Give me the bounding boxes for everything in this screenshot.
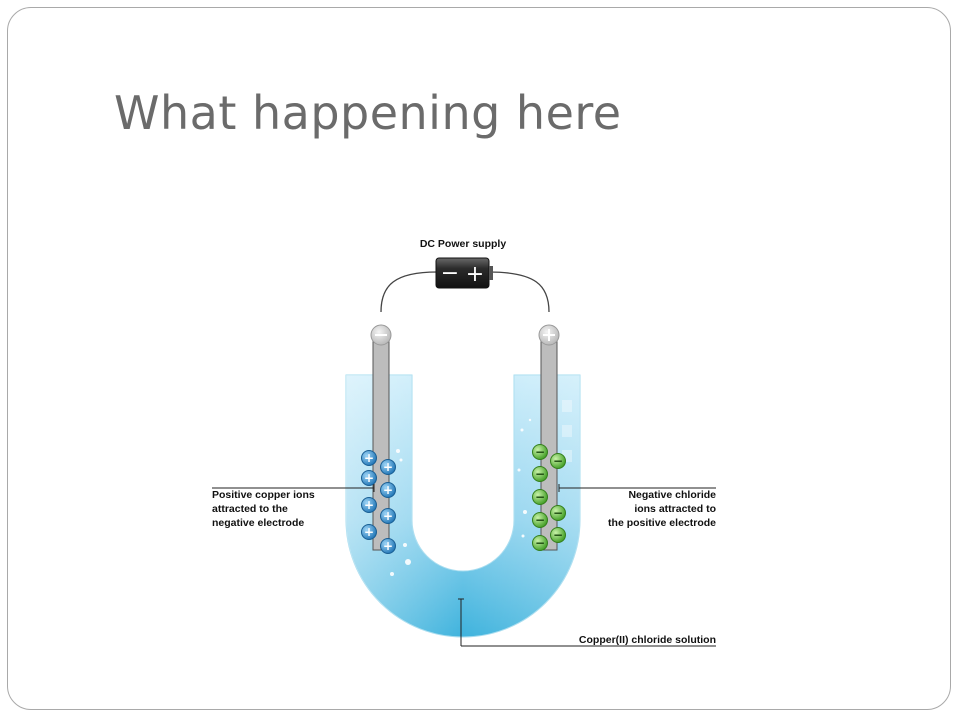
svg-text:−: − <box>535 467 545 481</box>
right-caption-line-3: the positive electrode <box>608 517 716 529</box>
negative-terminal-cap <box>370 324 392 346</box>
u-tube-glass <box>346 375 580 637</box>
slide-title: What happening here <box>114 86 622 140</box>
copper-ion: + <box>361 497 377 513</box>
battery-minus-sign: − <box>441 261 459 286</box>
svg-text:−: − <box>535 513 545 527</box>
svg-text:−: − <box>535 490 545 504</box>
power-supply-label: DC Power supply <box>420 238 507 250</box>
svg-text:+: + <box>364 451 374 465</box>
chloride-ion: − <box>532 466 548 482</box>
battery: − + <box>435 257 493 289</box>
right-caption-line-1: Negative chloride <box>628 489 716 501</box>
positive-terminal-cap <box>538 324 560 346</box>
svg-text:−: − <box>535 445 545 459</box>
chloride-ion: − <box>532 444 548 460</box>
glass-highlight <box>562 400 572 412</box>
copper-ion: + <box>380 459 396 475</box>
copper-ions: + + + + + + + + <box>361 450 396 554</box>
svg-text:+: + <box>364 525 374 539</box>
chloride-ion: − <box>532 535 548 551</box>
svg-text:+: + <box>364 471 374 485</box>
solution-caption: Copper(II) chloride solution <box>579 634 716 646</box>
svg-text:+: + <box>364 498 374 512</box>
right-caption-line-2: ions attracted to <box>634 503 716 515</box>
svg-text:−: − <box>553 506 563 520</box>
chloride-ion: − <box>550 527 566 543</box>
battery-plus-sign: + <box>466 262 484 287</box>
svg-text:+: + <box>383 509 393 523</box>
svg-text:−: − <box>535 536 545 550</box>
chloride-ion: − <box>532 489 548 505</box>
glass-highlight <box>562 425 572 437</box>
left-wire <box>380 271 438 313</box>
svg-text:−: − <box>553 528 563 542</box>
svg-text:+: + <box>383 460 393 474</box>
chloride-ion: − <box>550 453 566 469</box>
copper-ion: + <box>380 508 396 524</box>
copper-ion: + <box>361 450 377 466</box>
left-caption-line-2: attracted to the <box>212 503 288 515</box>
right-wire <box>488 271 550 313</box>
copper-ion: + <box>380 482 396 498</box>
chloride-ion: − <box>550 505 566 521</box>
left-caption-line-3: negative electrode <box>212 517 304 529</box>
left-caption-line-1: Positive copper ions <box>212 489 315 501</box>
svg-text:−: − <box>553 454 563 468</box>
copper-ion: + <box>380 538 396 554</box>
svg-text:+: + <box>383 539 393 553</box>
chloride-ions: −−−−−−−− <box>532 444 566 551</box>
bubbles <box>390 418 532 576</box>
copper-ion: + <box>361 470 377 486</box>
svg-text:+: + <box>383 483 393 497</box>
copper-ion: + <box>361 524 377 540</box>
chloride-ion: − <box>532 512 548 528</box>
glass-highlight <box>562 450 572 462</box>
